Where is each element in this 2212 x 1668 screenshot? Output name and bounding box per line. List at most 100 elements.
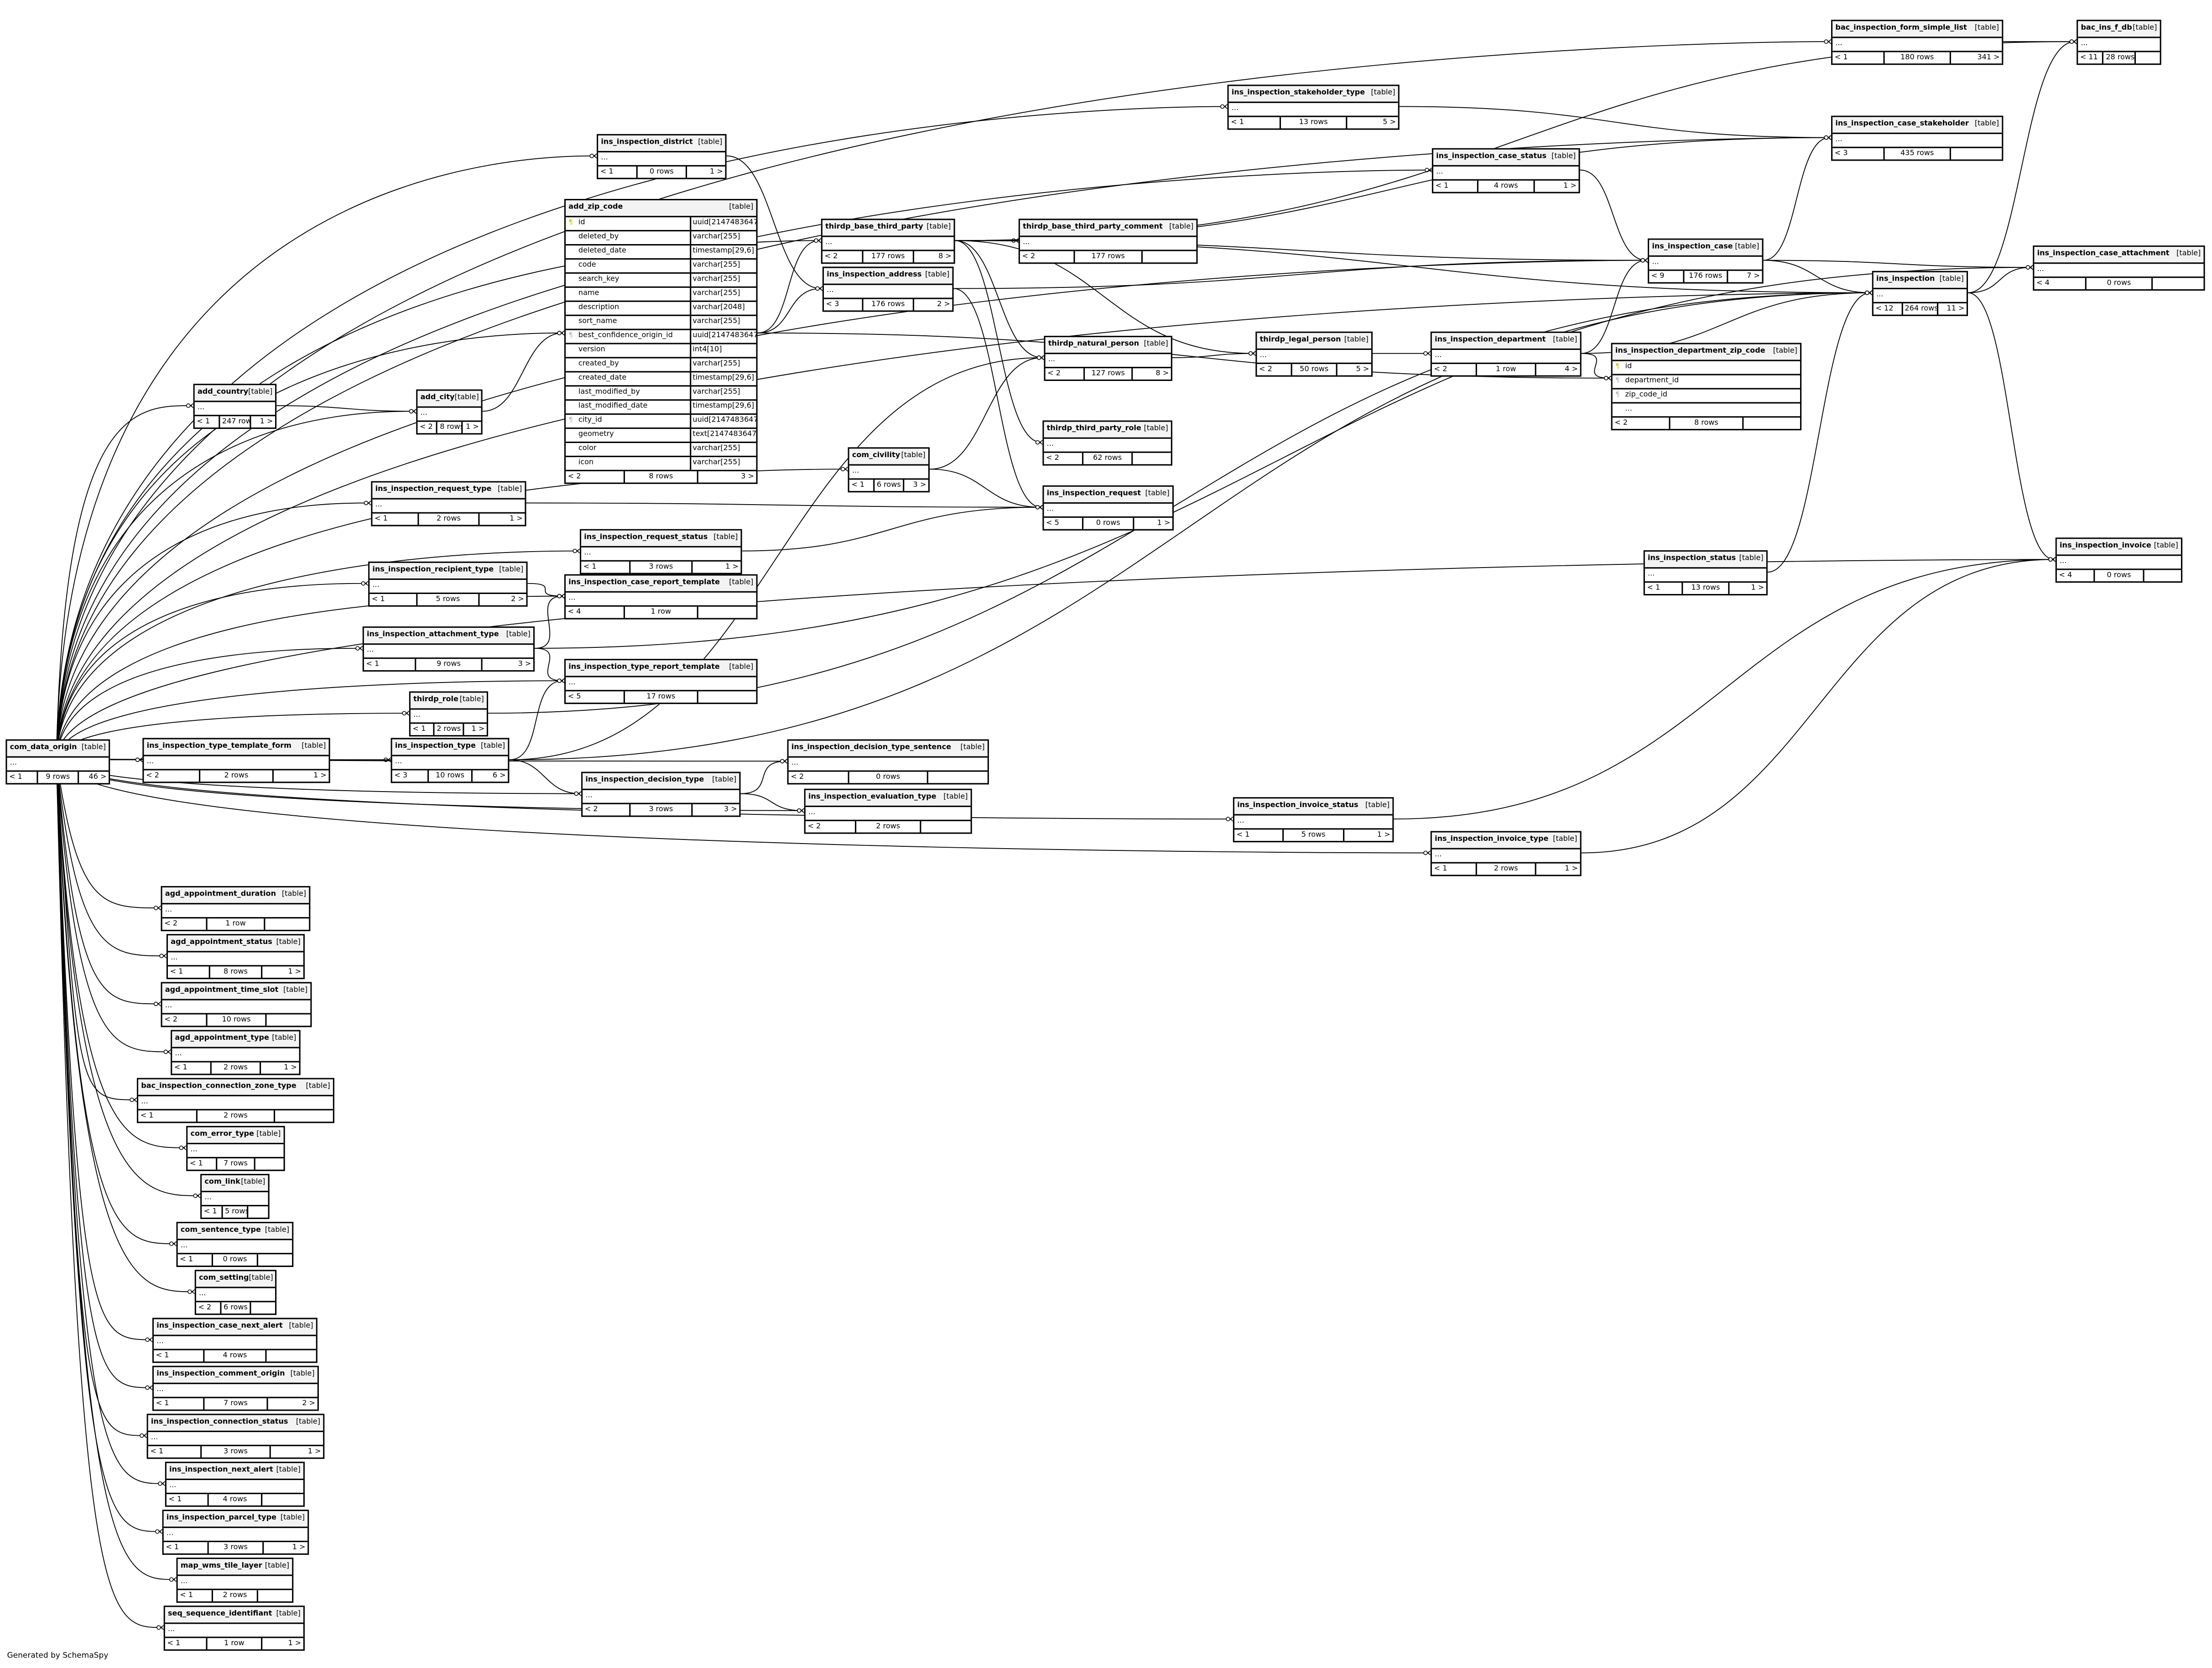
table-name[interactable]: thirdp_third_party_role bbox=[1046, 424, 1141, 433]
table-name[interactable]: thirdp_legal_person bbox=[1260, 336, 1341, 344]
columns-collapsed-row[interactable]: ... bbox=[168, 952, 303, 967]
table-ins-inspection-attachment-type[interactable]: ins_inspection_attachment_type[table]...… bbox=[362, 626, 535, 672]
child-count-link[interactable] bbox=[697, 691, 756, 703]
parent-count-link[interactable]: < 4 bbox=[2036, 279, 2050, 288]
columns-collapsed-row[interactable]: ... bbox=[1873, 289, 1967, 303]
parent-count-link[interactable]: < 11 bbox=[2080, 53, 2098, 63]
table-name[interactable]: ins_inspection_comment_origin bbox=[156, 1370, 285, 1379]
parent-count-link[interactable]: < 1 bbox=[150, 1447, 164, 1456]
columns-collapsed-row[interactable]: ... bbox=[1649, 257, 1762, 271]
table-ins-inspection-type-template-form[interactable]: ins_inspection_type_template_form[table]… bbox=[142, 738, 330, 783]
table-name[interactable]: ins_inspection_invoice_status bbox=[1237, 801, 1358, 810]
child-count-link[interactable]: 4 > bbox=[1534, 364, 1580, 375]
child-count-link[interactable] bbox=[2134, 52, 2160, 64]
table-name[interactable]: ins_inspection_decision_type_sentence bbox=[791, 743, 951, 752]
table-name[interactable]: add_country bbox=[197, 388, 249, 396]
parent-count-link[interactable]: < 1 bbox=[197, 417, 210, 426]
parent-count-link[interactable]: < 1 bbox=[168, 1496, 182, 1504]
columns-collapsed-row[interactable]: ... bbox=[1020, 237, 1197, 251]
parent-count-link[interactable]: < 1 bbox=[167, 1639, 181, 1648]
columns-collapsed-row[interactable]: ... bbox=[788, 758, 988, 772]
columns-collapsed-row[interactable]: ... bbox=[417, 408, 481, 422]
table-name[interactable]: ins_inspection_evaluation_type bbox=[808, 792, 937, 802]
child-count-link[interactable] bbox=[253, 1158, 284, 1170]
child-count-link[interactable] bbox=[260, 1494, 303, 1506]
columns-collapsed-row[interactable]: ... bbox=[392, 756, 508, 771]
table-name[interactable]: ins_inspection_department_zip_code bbox=[1615, 347, 1765, 356]
columns-collapsed-row[interactable]: ... bbox=[583, 790, 739, 804]
table-name[interactable]: com_error_type bbox=[190, 1130, 254, 1139]
parent-count-link[interactable]: < 5 bbox=[567, 693, 581, 701]
child-count-link[interactable] bbox=[1131, 453, 1171, 464]
table-name[interactable]: ins_inspection_stakeholder_type bbox=[1231, 89, 1365, 98]
columns-collapsed-row[interactable]: ... bbox=[1645, 568, 1766, 583]
table-ins-inspection-evaluation-type[interactable]: ins_inspection_evaluation_type[table]...… bbox=[804, 788, 972, 834]
table-ins-inspection-invoice-status[interactable]: ins_inspection_invoice_status[table]...<… bbox=[1233, 797, 1394, 843]
columns-collapsed-row[interactable]: ... bbox=[196, 1288, 276, 1303]
table-name[interactable]: ins_inspection_case_status bbox=[1436, 152, 1547, 161]
table-name[interactable]: ins_inspection_type_template_form bbox=[146, 742, 291, 751]
table-name[interactable]: ins_inspection bbox=[1876, 275, 1935, 284]
table-name[interactable]: agd_appointment_time_slot bbox=[165, 986, 279, 995]
table-name[interactable]: thirdp_base_third_party bbox=[825, 223, 923, 232]
columns-collapsed-row[interactable]: ... bbox=[372, 500, 525, 514]
columns-collapsed-row[interactable]: ... bbox=[824, 285, 952, 299]
child-count-link[interactable]: 1 > bbox=[1343, 829, 1392, 841]
child-count-link[interactable] bbox=[1142, 251, 1196, 263]
child-count-link[interactable]: 1 > bbox=[478, 513, 525, 525]
parent-count-link[interactable]: < 4 bbox=[567, 608, 581, 617]
columns-collapsed-row[interactable]: ... bbox=[1257, 350, 1371, 364]
child-count-link[interactable]: 1 > bbox=[1132, 517, 1172, 529]
table-name[interactable]: add_city bbox=[420, 393, 455, 402]
column-row[interactable]: ... bbox=[1612, 403, 1801, 418]
child-count-link[interactable]: 2 > bbox=[478, 594, 526, 605]
table-name[interactable]: ins_inspection_case_report_template bbox=[568, 578, 720, 587]
child-count-link[interactable] bbox=[1949, 148, 2002, 160]
table-ins-inspection-request-status[interactable]: ins_inspection_request_status[table]...<… bbox=[580, 529, 742, 574]
columns-collapsed-row[interactable]: ... bbox=[202, 1192, 268, 1207]
parent-count-link[interactable]: < 1 bbox=[1236, 831, 1250, 840]
child-count-link[interactable] bbox=[926, 771, 988, 783]
parent-count-link[interactable]: < 1 bbox=[180, 1256, 193, 1264]
child-count-link[interactable] bbox=[256, 1254, 292, 1266]
child-count-link[interactable]: 1 > bbox=[269, 1446, 323, 1458]
columns-collapsed-row[interactable]: ... bbox=[1234, 815, 1393, 830]
columns-collapsed-row[interactable]: ... bbox=[1044, 439, 1171, 453]
child-count-link[interactable]: 6 > bbox=[472, 770, 508, 782]
table-ins-inspection-invoice-type[interactable]: ins_inspection_invoice_type[table]...< 1… bbox=[1430, 831, 1582, 876]
child-count-link[interactable]: 2 > bbox=[912, 299, 952, 311]
parent-count-link[interactable]: < 2 bbox=[584, 805, 598, 814]
child-count-link[interactable]: 8 > bbox=[913, 251, 953, 263]
table-name[interactable]: ins_inspection_district bbox=[601, 138, 693, 147]
parent-count-link[interactable]: < 1 bbox=[156, 1351, 169, 1360]
columns-collapsed-row[interactable]: ... bbox=[177, 1240, 292, 1255]
child-count-link[interactable]: 1 > bbox=[686, 166, 725, 178]
child-count-link[interactable] bbox=[273, 1110, 333, 1122]
child-count-link[interactable] bbox=[264, 1014, 310, 1026]
child-count-link[interactable]: 3 > bbox=[691, 804, 739, 816]
table-name[interactable]: ins_inspection_invoice_type bbox=[1435, 835, 1549, 844]
child-count-link[interactable]: 1 > bbox=[271, 770, 329, 782]
parent-count-link[interactable]: < 2 bbox=[791, 773, 804, 782]
parent-count-link[interactable]: < 2 bbox=[420, 423, 433, 432]
table-bac-inspection-form-simple-list[interactable]: bac_inspection_form_simple_list[table]..… bbox=[1831, 20, 2004, 65]
child-count-link[interactable]: 1 > bbox=[1533, 180, 1579, 192]
table-name[interactable]: ins_inspection_attachment_type bbox=[367, 631, 499, 639]
columns-collapsed-row[interactable]: ... bbox=[162, 904, 309, 919]
child-count-link[interactable] bbox=[2142, 570, 2181, 582]
child-count-link[interactable]: 3 > bbox=[697, 471, 756, 483]
child-count-link[interactable] bbox=[250, 1302, 276, 1314]
parent-count-link[interactable]: < 3 bbox=[394, 771, 408, 781]
